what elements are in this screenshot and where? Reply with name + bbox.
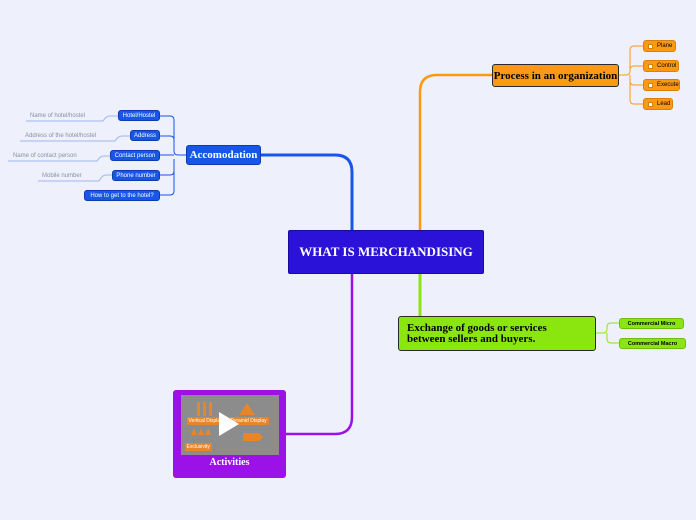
detail-contact-name[interactable]: Name of contact person <box>13 153 77 159</box>
subtopic-execute-label: Execute <box>657 82 679 88</box>
subtopic-plane-label: Plane <box>657 43 673 49</box>
subtopic-address[interactable]: Address <box>130 130 160 141</box>
topic-accomodation[interactable]: Accomodation <box>186 145 261 165</box>
central-topic[interactable]: WHAT IS MERCHANDISING <box>288 230 484 274</box>
checkbox-icon <box>648 43 653 49</box>
subtopic-contact-person-label: Contact person <box>114 152 156 159</box>
thumb-tag-pyramid: Pyramid Display <box>228 417 269 425</box>
subtopic-how-to-get-label: How to get to the hotel? <box>90 192 154 199</box>
subtopic-commercial-micro-label: Commercial Micro <box>627 320 676 327</box>
thumb-tag-exclusivity: Exclusivity <box>184 443 212 451</box>
subtopic-execute[interactable]: Execute <box>643 79 680 91</box>
subtopic-phone-number[interactable]: Phone number <box>112 170 160 181</box>
topic-exchange-label: Exchange of goods or services between se… <box>407 321 547 345</box>
topic-process-label: Process in an organization <box>493 69 618 82</box>
subtopic-lead-label: Lead <box>657 101 671 107</box>
subtopic-contact-person[interactable]: Contact person <box>110 150 160 161</box>
detail-hotel-name[interactable]: Name of hotel/hostel <box>30 113 86 119</box>
thumb-tag-vertical: Vertical Display <box>186 417 225 425</box>
subtopic-commercial-micro[interactable]: Commercial Micro <box>619 318 684 329</box>
subtopic-commercial-macro-label: Commercial Macro <box>627 340 678 347</box>
checkbox-icon <box>648 63 653 69</box>
subtopic-phone-number-label: Phone number <box>116 172 156 179</box>
detail-mobile-number[interactable]: Mobile number <box>42 173 82 179</box>
topic-process[interactable]: Process in an organization <box>492 64 619 87</box>
subtopic-plane[interactable]: Plane <box>643 40 676 52</box>
subtopic-lead[interactable]: Lead <box>643 98 673 110</box>
subtopic-hotel-hostel[interactable]: Hotel/Hostel <box>118 110 160 121</box>
subtopic-control[interactable]: Control <box>643 60 679 72</box>
subtopic-how-to-get[interactable]: How to get to the hotel? <box>84 190 160 201</box>
subtopic-address-label: Address <box>133 132 156 139</box>
topic-activities-label: Activities <box>209 457 250 468</box>
checkbox-icon <box>648 82 653 88</box>
checkbox-icon <box>648 101 653 107</box>
detail-hotel-address[interactable]: Address of the hotel/hostel <box>25 133 97 139</box>
central-topic-label: WHAT IS MERCHANDISING <box>299 244 473 259</box>
topic-exchange[interactable]: Exchange of goods or services between se… <box>398 316 596 351</box>
subtopic-hotel-hostel-label: Hotel/Hostel <box>122 112 156 119</box>
subtopic-commercial-macro[interactable]: Commercial Macro <box>619 338 686 349</box>
play-icon[interactable] <box>218 412 239 436</box>
topic-activities[interactable]: Vertical Display Pyramid Display Exclusi… <box>173 390 286 478</box>
video-thumbnail[interactable]: Vertical Display Pyramid Display Exclusi… <box>180 395 279 455</box>
topic-accomodation-label: Accomodation <box>189 149 258 161</box>
subtopic-control-label: Control <box>657 63 677 69</box>
